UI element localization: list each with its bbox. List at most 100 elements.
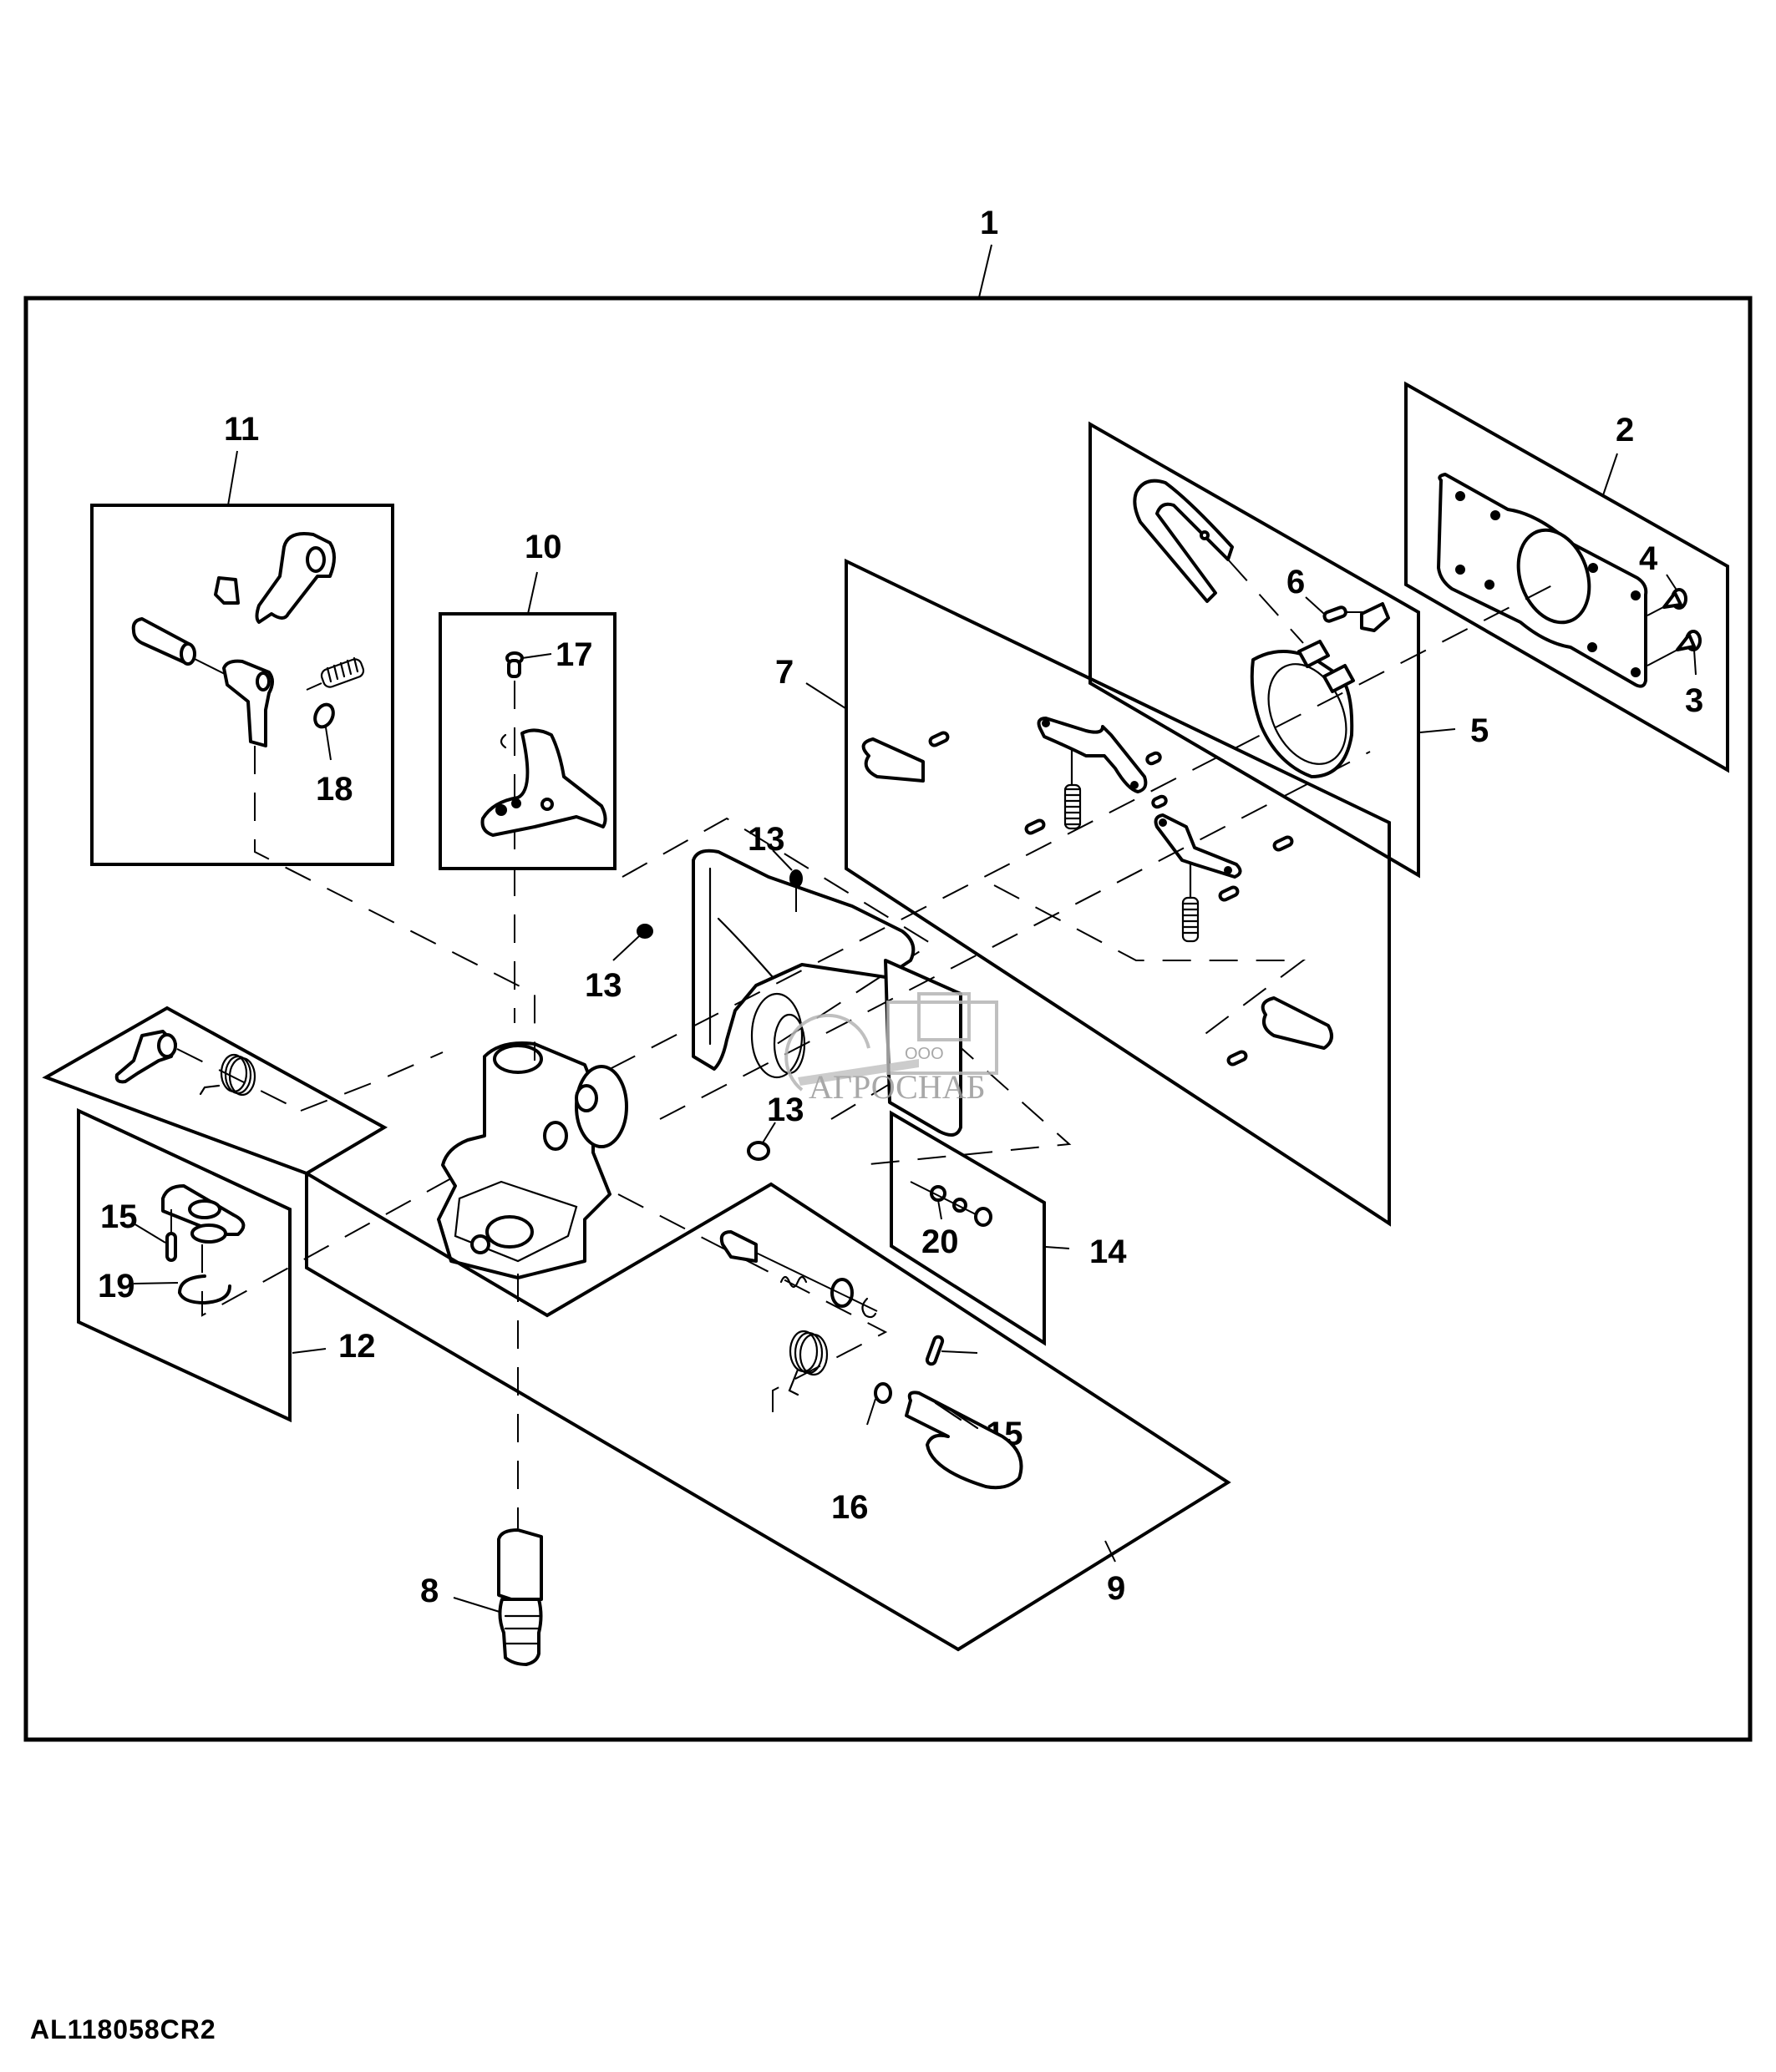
ring-18 — [313, 702, 335, 729]
coupling-housing — [437, 1041, 628, 1279]
assembly-frame — [23, 296, 1753, 1742]
leader-16 — [866, 1398, 876, 1426]
group-box-14 — [890, 1110, 1046, 1346]
callout-3[interactable]: 3 — [1685, 682, 1703, 719]
clip-9b — [861, 1297, 877, 1319]
linkage-lower — [1154, 813, 1242, 879]
callout-4[interactable]: 4 — [1639, 540, 1658, 577]
axis-line — [1227, 559, 1304, 644]
leader-10 — [527, 571, 538, 615]
pivot-pin-upper — [861, 737, 925, 783]
latch-lever-10 — [480, 728, 607, 837]
leader-2 — [1602, 453, 1618, 496]
spring-lower — [1181, 863, 1200, 943]
axis-box-7b — [993, 884, 1306, 1036]
leader-6 — [1305, 596, 1325, 615]
nut-13c — [747, 1141, 770, 1161]
spring-11 — [306, 656, 365, 691]
retainer-ring — [1250, 640, 1355, 778]
leader-4 — [1666, 574, 1678, 592]
leader-15b — [941, 1350, 978, 1354]
hitch-pin-8 — [497, 1528, 543, 1666]
spring-9b — [779, 1275, 808, 1289]
mounting-plate — [1437, 473, 1648, 688]
torsion-spring-9a — [199, 1053, 256, 1097]
leader-20 — [937, 1199, 942, 1220]
pin-15b — [925, 1335, 945, 1366]
leader-13c — [761, 1122, 776, 1145]
trip-lever — [222, 659, 274, 747]
linkage-upper — [1037, 717, 1148, 793]
callout-2[interactable]: 2 — [1616, 412, 1634, 448]
leader-7 — [805, 682, 846, 709]
leader-12 — [292, 1348, 327, 1354]
svg-text:ООО: ООО — [905, 1045, 944, 1063]
callout-5[interactable]: 5 — [1470, 712, 1489, 749]
callout-17[interactable]: 17 — [556, 636, 593, 673]
svg-text:АГРОСНАБ: АГРОСНАБ — [809, 1068, 986, 1106]
pivot-pin-lower — [1261, 996, 1333, 1050]
pin-sleeve — [131, 617, 196, 666]
pin-15a — [165, 1209, 177, 1262]
callout-6[interactable]: 6 — [1286, 564, 1305, 600]
callout-15a[interactable]: 15 — [100, 1198, 138, 1235]
axis-box-9b — [617, 1193, 888, 1420]
leader-11 — [227, 450, 238, 506]
axis-main-b — [659, 751, 1371, 1120]
axis-box-12 — [201, 1168, 469, 1317]
group-box-7 — [845, 558, 1391, 1227]
axis-box-7a — [622, 817, 933, 1045]
axis-line-9b — [755, 1252, 878, 1312]
roll-pins — [928, 731, 1294, 1066]
group-box-10 — [439, 612, 617, 870]
group-box-5 — [1088, 421, 1420, 879]
seal-9b — [830, 1278, 854, 1308]
leader-19 — [133, 1282, 179, 1284]
watermark-logo: ООО АГРОСНАБ — [784, 992, 998, 1106]
callout-10[interactable]: 10 — [525, 529, 562, 565]
callout-19[interactable]: 19 — [98, 1268, 135, 1304]
callout-13b[interactable]: 13 — [585, 967, 622, 1004]
leader-13b — [612, 935, 640, 961]
leader-15a — [133, 1223, 166, 1244]
group-box-9 — [42, 1006, 1231, 1652]
callout-1[interactable]: 1 — [980, 205, 998, 241]
snap-ring-19 — [178, 1274, 231, 1304]
callout-13c[interactable]: 13 — [767, 1092, 804, 1128]
screw-3 — [1647, 630, 1702, 666]
plunger — [719, 1230, 758, 1263]
callout-18[interactable]: 18 — [316, 771, 353, 808]
group-box-12 — [77, 1107, 292, 1423]
leader-5 — [1419, 728, 1456, 733]
handle — [905, 1391, 1023, 1490]
screw-17 — [505, 651, 524, 678]
fittings-20 — [910, 1181, 992, 1227]
leader-1 — [978, 244, 992, 298]
group-box-2 — [1404, 381, 1729, 773]
callout-7[interactable]: 7 — [775, 654, 794, 691]
callout-16[interactable]: 16 — [831, 1489, 869, 1526]
callout-9[interactable]: 9 — [1107, 1570, 1125, 1607]
retainer-plate — [161, 1184, 246, 1244]
group-box-11 — [90, 504, 394, 866]
axis-box-11 — [254, 746, 535, 1061]
callout-12[interactable]: 12 — [338, 1328, 376, 1365]
axis-box-9a — [300, 1051, 444, 1112]
hitch-body — [692, 849, 962, 1137]
leader-13a — [772, 849, 793, 871]
figure-id-label: AL118058CR2 — [30, 2014, 216, 2044]
callout-8[interactable]: 8 — [420, 1573, 439, 1609]
nut-13b — [637, 924, 653, 939]
leader-17 — [521, 653, 552, 659]
leader-14 — [1045, 1246, 1070, 1249]
callout-13a[interactable]: 13 — [748, 821, 785, 858]
leader-9 — [1104, 1540, 1116, 1563]
callout-20[interactable]: 20 — [921, 1223, 959, 1260]
nut-13a — [789, 869, 803, 912]
spring-upper — [1063, 747, 1082, 830]
leader-8 — [453, 1597, 500, 1613]
callout-11[interactable]: 11 — [224, 411, 259, 448]
callout-14[interactable]: 14 — [1089, 1234, 1127, 1270]
axis-main-a — [609, 584, 1555, 1070]
